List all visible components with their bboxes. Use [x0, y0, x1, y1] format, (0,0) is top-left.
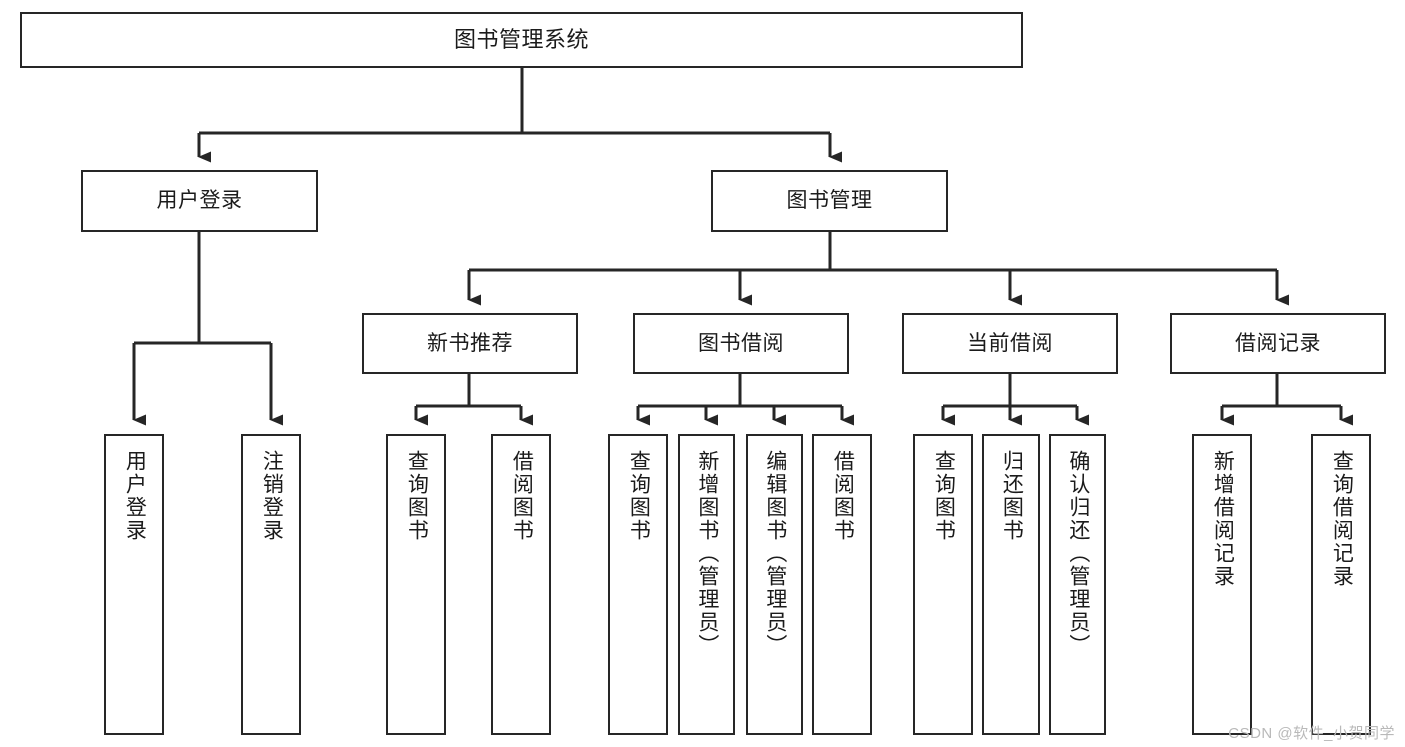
leaf-record-add-record[interactable]: 新增借阅记录 — [1192, 434, 1252, 735]
node-current-borrow[interactable]: 当前借阅 — [902, 313, 1118, 374]
node-label: 确认归还（管理员） — [1066, 450, 1090, 657]
leaf-borrow-add-book-admin[interactable]: 新增图书（管理员） — [678, 434, 735, 735]
csdn-watermark: CSDN @软件_小贺同学 — [1228, 725, 1395, 742]
leaf-borrow-edit-book-admin[interactable]: 编辑图书（管理员） — [746, 434, 803, 735]
node-label: 归还图书 — [1000, 450, 1024, 542]
leaf-current-return-book[interactable]: 归还图书 — [982, 434, 1040, 735]
leaf-user-login-logout[interactable]: 注销登录 — [241, 434, 301, 735]
node-label: 查询借阅记录 — [1330, 450, 1354, 588]
node-borrow-record[interactable]: 借阅记录 — [1170, 313, 1386, 374]
node-label: 新增借阅记录 — [1211, 450, 1235, 588]
node-label: 借阅图书 — [831, 450, 855, 542]
leaf-borrow-query-book[interactable]: 查询图书 — [608, 434, 668, 735]
node-label: 图书借阅 — [698, 331, 784, 355]
node-label: 图书管理 — [786, 189, 873, 213]
leaf-current-query-book[interactable]: 查询图书 — [913, 434, 973, 735]
node-root-system[interactable]: 图书管理系统 — [20, 12, 1023, 68]
node-user-login[interactable]: 用户登录 — [81, 170, 318, 232]
node-label: 查询图书 — [405, 450, 429, 542]
leaf-borrow-borrow-book[interactable]: 借阅图书 — [812, 434, 872, 735]
leaf-record-query-record[interactable]: 查询借阅记录 — [1311, 434, 1371, 735]
node-label: 查询图书 — [627, 450, 651, 542]
node-label: 查询图书 — [932, 450, 956, 542]
node-label: 用户登录 — [156, 189, 243, 213]
node-label: 编辑图书（管理员） — [763, 450, 787, 657]
node-label: 图书管理系统 — [453, 26, 589, 52]
node-label: 借阅记录 — [1235, 331, 1321, 355]
node-label: 注销登录 — [260, 450, 284, 542]
leaf-current-confirm-return-admin[interactable]: 确认归还（管理员） — [1049, 434, 1106, 735]
node-book-management[interactable]: 图书管理 — [711, 170, 948, 232]
node-label: 借阅图书 — [510, 450, 534, 542]
leaf-recommend-query-book[interactable]: 查询图书 — [386, 434, 446, 735]
node-label: 新书推荐 — [427, 331, 513, 355]
node-label: 新增图书（管理员） — [695, 450, 719, 657]
node-label: 用户登录 — [123, 450, 147, 542]
node-book-borrow[interactable]: 图书借阅 — [633, 313, 849, 374]
node-new-book-recommend[interactable]: 新书推荐 — [362, 313, 578, 374]
node-label: 当前借阅 — [967, 331, 1053, 355]
leaf-recommend-borrow-book[interactable]: 借阅图书 — [491, 434, 551, 735]
leaf-user-login-login[interactable]: 用户登录 — [104, 434, 164, 735]
